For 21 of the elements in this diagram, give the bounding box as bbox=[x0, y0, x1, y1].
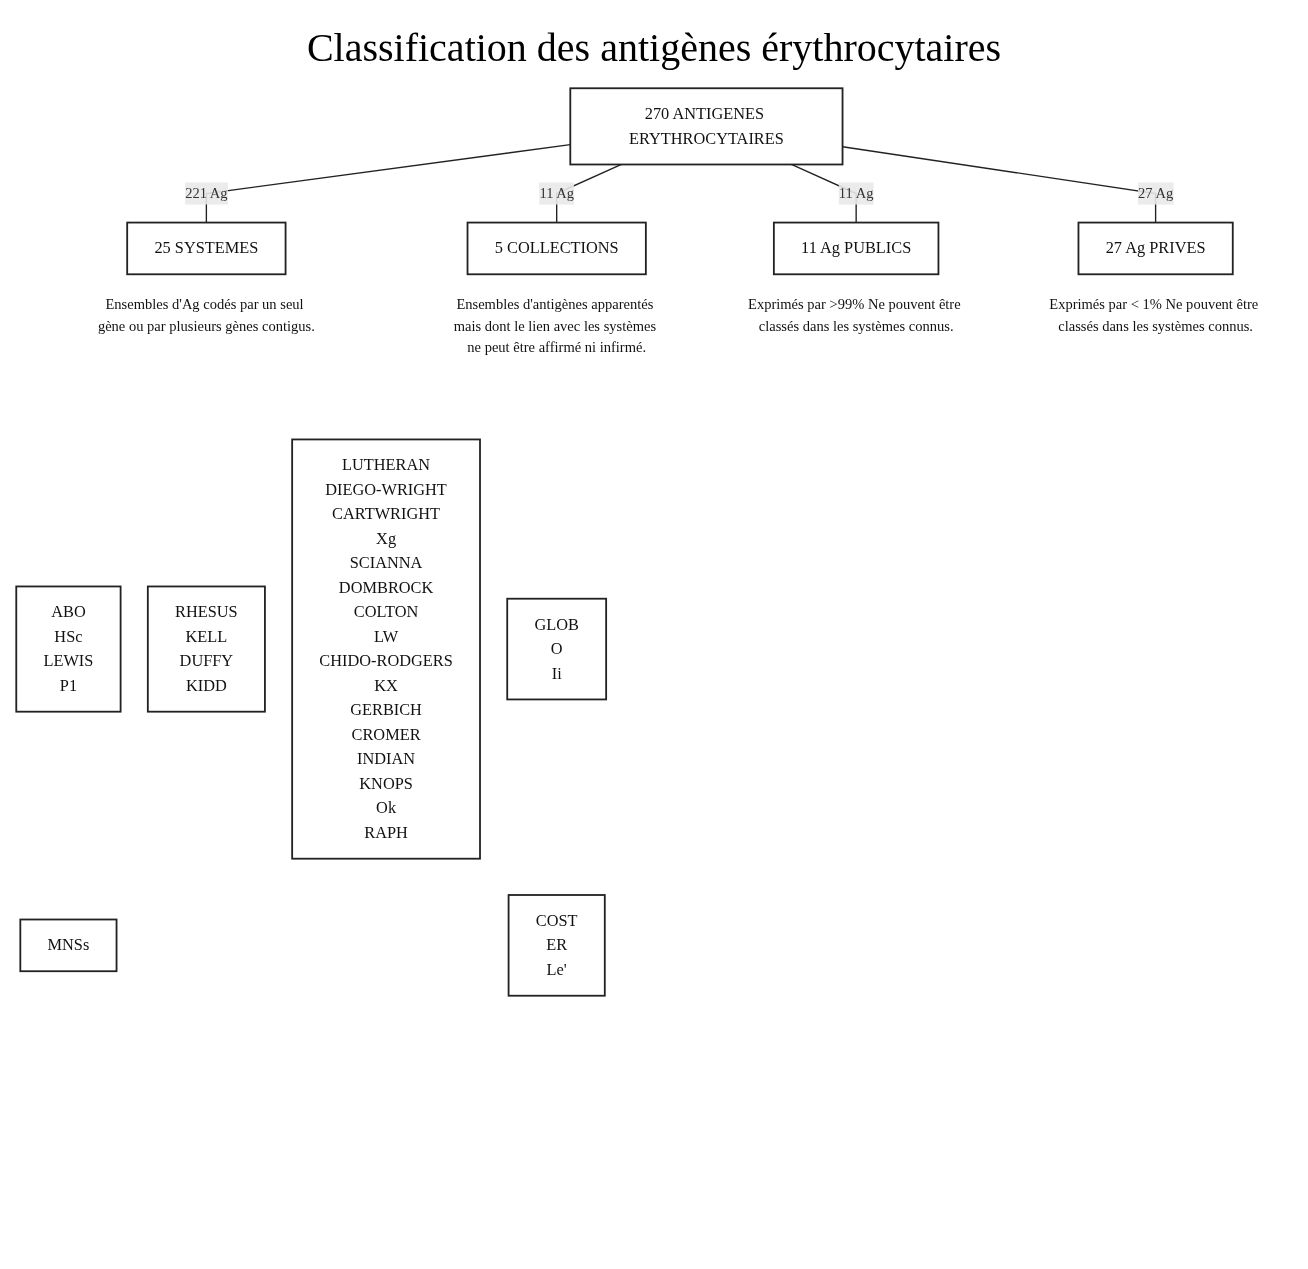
node-label: Exprimés par < 1% Ne pouvent être classés dans les systèmes connus. bbox=[1049, 296, 1259, 334]
node-box: 25 SYSTEMES bbox=[126, 221, 287, 276]
node-box: 5 COLLECTIONS bbox=[466, 221, 647, 276]
node-label: Ensembles d'Ag codés par un seul gène ou par plusieurs gènes contigus. bbox=[97, 296, 315, 334]
connector bbox=[205, 143, 571, 224]
edge-label: 11 Ag bbox=[838, 185, 874, 201]
node-box: GLOB O Ii bbox=[506, 597, 608, 701]
node-label: Ensembles d'antigènes apparentés mais dont le lien avec les systèmes ne peut être affirmé ni infirmé. bbox=[453, 296, 657, 356]
diagram-title: Classification des antigènes érythrocytaires bbox=[305, 24, 1003, 71]
node-label: Exprimés par >99% Ne pouvent être classés dans les systèmes connus. bbox=[748, 296, 961, 334]
edge-label: 27 Ag bbox=[1138, 185, 1174, 201]
node-box: LUTHERAN DIEGO-WRIGHT CARTWRIGHT Xg SCIANNA DOMBROCK COLTON LW CHIDO-RODGERS KX GERBICH CROMER INDIAN KNOPS Ok RAPH bbox=[291, 438, 481, 860]
node-box: 11 Ag PUBLICS bbox=[772, 221, 940, 276]
node-box: ABO HSc LEWIS P1 bbox=[15, 585, 122, 713]
node-box: COST ER Le' bbox=[507, 894, 606, 997]
node-box: 27 Ag PRIVES bbox=[1077, 221, 1234, 276]
node-box: 270 ANTIGENES ERYTHROCYTAIRES bbox=[569, 87, 844, 166]
node-box: RHESUS KELL DUFFY KIDD bbox=[146, 585, 266, 713]
node-box: MNSs bbox=[19, 918, 118, 973]
edge-label: 221 Ag bbox=[185, 185, 228, 201]
edge-label: 11 Ag bbox=[539, 185, 574, 201]
